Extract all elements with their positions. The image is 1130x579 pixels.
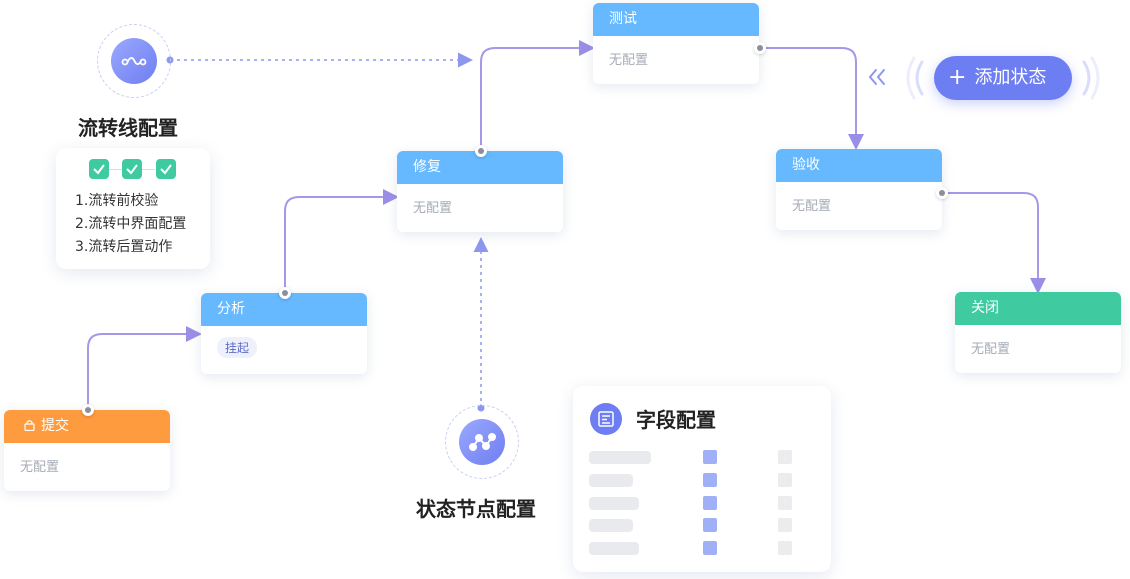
link-accept-close bbox=[942, 192, 1046, 294]
plus-icon: + bbox=[948, 65, 967, 90]
field-toggle bbox=[778, 541, 792, 555]
check-icon bbox=[122, 159, 142, 179]
node-title: 测试 bbox=[593, 3, 759, 36]
check-icon bbox=[156, 159, 176, 179]
node-body: 无配置 bbox=[792, 199, 832, 214]
check-icon bbox=[89, 159, 109, 179]
node-body: 无配置 bbox=[20, 460, 60, 475]
field-config-title: 字段配置 bbox=[636, 408, 716, 432]
field-row-placeholder bbox=[589, 542, 639, 555]
node-title: 提交 bbox=[41, 418, 69, 434]
field-row-placeholder bbox=[589, 519, 633, 532]
link-analyze-repair bbox=[284, 189, 399, 293]
node-title: 修复 bbox=[397, 151, 563, 184]
connector-dot[interactable] bbox=[936, 187, 948, 199]
state-config-icon bbox=[445, 405, 519, 479]
state-node-close[interactable]: 关闭 无配置 bbox=[955, 292, 1121, 373]
state-config-label: 状态节点配置 bbox=[416, 497, 536, 521]
link-repair-test bbox=[480, 40, 595, 150]
field-toggle bbox=[778, 496, 792, 510]
state-node-analyze[interactable]: 分析 挂起 bbox=[201, 293, 367, 374]
form-icon bbox=[590, 403, 622, 435]
node-body: 无配置 bbox=[971, 342, 1011, 357]
state-node-submit[interactable]: 提交 无配置 bbox=[4, 410, 170, 491]
flow-config-icon bbox=[97, 24, 171, 98]
node-title: 验收 bbox=[776, 149, 942, 182]
flow-rules-panel: 1.流转前校验 2.流转中界面配置 3.流转后置动作 bbox=[56, 148, 210, 269]
connector-dot[interactable] bbox=[475, 145, 487, 157]
field-toggle bbox=[778, 450, 792, 464]
field-row-placeholder bbox=[589, 451, 651, 464]
link-submit-analyze bbox=[87, 326, 202, 410]
status-badge: 挂起 bbox=[217, 337, 258, 358]
flow-rule-item: 2.流转中界面配置 bbox=[75, 216, 187, 232]
field-toggle bbox=[703, 541, 717, 555]
lock-icon bbox=[24, 420, 35, 431]
node-body: 无配置 bbox=[413, 201, 453, 216]
connector-dot[interactable] bbox=[279, 287, 291, 299]
flow-rule-item: 3.流转后置动作 bbox=[75, 239, 173, 255]
state-node-repair[interactable]: 修复 无配置 bbox=[397, 151, 563, 232]
state-node-accept[interactable]: 验收 无配置 bbox=[776, 149, 942, 230]
field-toggle bbox=[703, 518, 717, 532]
double-chevron-left-icon bbox=[868, 69, 885, 85]
route-icon bbox=[121, 57, 147, 66]
field-toggle bbox=[778, 518, 792, 532]
connector-dot[interactable] bbox=[754, 42, 766, 54]
field-toggle bbox=[703, 496, 717, 510]
add-state-button[interactable]: + 添加状态 bbox=[934, 56, 1072, 100]
field-toggle bbox=[703, 450, 717, 464]
field-toggle bbox=[778, 473, 792, 487]
ripple-icon bbox=[906, 56, 1100, 100]
state-node-test[interactable]: 测试 无配置 bbox=[593, 3, 759, 84]
connector-dot[interactable] bbox=[82, 404, 94, 416]
field-row-placeholder bbox=[589, 474, 633, 487]
field-toggle bbox=[703, 473, 717, 487]
flow-config-label: 流转线配置 bbox=[78, 116, 178, 140]
add-state-label: 添加状态 bbox=[974, 67, 1047, 88]
field-row-placeholder bbox=[589, 497, 639, 510]
node-body: 无配置 bbox=[609, 53, 649, 68]
node-title: 关闭 bbox=[955, 292, 1121, 325]
nodes-icon bbox=[469, 433, 496, 451]
link-test-accept bbox=[760, 47, 864, 150]
flow-rule-item: 1.流转前校验 bbox=[75, 193, 159, 209]
